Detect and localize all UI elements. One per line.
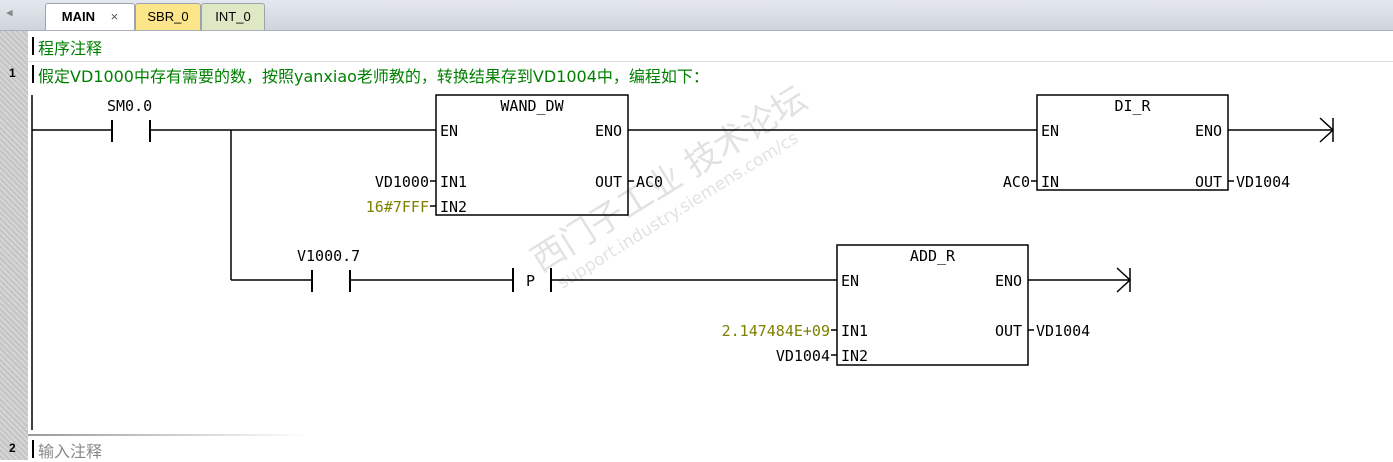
pin-eno: ENO xyxy=(1195,122,1223,140)
comment-marker xyxy=(32,37,34,55)
scroll-left-icon[interactable]: ◀ xyxy=(6,6,13,19)
network-gutter xyxy=(0,31,28,460)
tab-label: MAIN xyxy=(61,9,95,24)
tab-int0[interactable]: INT_0 xyxy=(201,3,265,30)
operand[interactable]: VD1004 xyxy=(775,347,830,365)
tab-sbr0[interactable]: SBR_0 xyxy=(135,3,201,30)
pin-in2: IN2 xyxy=(841,347,869,365)
network-separator xyxy=(28,434,308,436)
network-comment[interactable]: 输入注释 xyxy=(38,442,103,461)
pin-in1: IN1 xyxy=(440,173,468,191)
tab-label: SBR_0 xyxy=(147,9,189,24)
contact-address[interactable]: V1000.7 xyxy=(297,247,361,265)
operand[interactable]: VD1000 xyxy=(374,173,429,191)
operand[interactable]: VD1004 xyxy=(1236,173,1291,191)
pin-en: EN xyxy=(841,272,860,290)
pin-out: OUT xyxy=(595,173,623,191)
pin-en: EN xyxy=(1041,122,1060,140)
pin-eno: ENO xyxy=(995,272,1023,290)
comment-marker xyxy=(32,440,34,458)
program-comment[interactable]: 程序注释 xyxy=(38,39,103,58)
tab-bar: ◀ MAIN × SBR_0 INT_0 xyxy=(0,0,1393,31)
pin-in2: IN2 xyxy=(440,198,468,216)
divider xyxy=(28,61,1393,62)
tab-main[interactable]: MAIN × xyxy=(45,3,135,30)
contact-address[interactable]: SM0.0 xyxy=(107,97,153,115)
add-r-box xyxy=(836,244,1029,366)
operand[interactable]: VD1004 xyxy=(1036,322,1091,340)
pin-eno: ENO xyxy=(595,122,623,140)
pin-out: OUT xyxy=(1195,173,1223,191)
operand-constant[interactable]: 2.147484E+09 xyxy=(721,322,830,340)
close-icon[interactable]: × xyxy=(110,9,119,24)
pin-out: OUT xyxy=(995,322,1023,340)
box-title: ADD_R xyxy=(909,247,956,265)
contact-p-label: P xyxy=(526,272,536,290)
pin-in: IN xyxy=(1041,173,1060,191)
operand[interactable]: AC0 xyxy=(1002,173,1030,191)
network-number: 2 xyxy=(9,441,16,455)
box-title: WAND_DW xyxy=(500,97,564,115)
wand-dw-box xyxy=(435,94,629,216)
di-r-box xyxy=(1036,94,1229,191)
network-comment[interactable]: 假定VD1000中存有需要的数，按照yanxiao老师教的，转换结果存到VD10… xyxy=(38,67,709,86)
operand-constant[interactable]: 16#7FFF xyxy=(365,198,429,216)
comment-marker xyxy=(32,65,34,83)
box-title: DI_R xyxy=(1114,97,1151,115)
operand[interactable]: AC0 xyxy=(636,173,664,191)
pin-en: EN xyxy=(440,122,459,140)
pin-in1: IN1 xyxy=(841,322,869,340)
tab-label: INT_0 xyxy=(215,9,251,24)
network-number: 1 xyxy=(9,66,16,80)
